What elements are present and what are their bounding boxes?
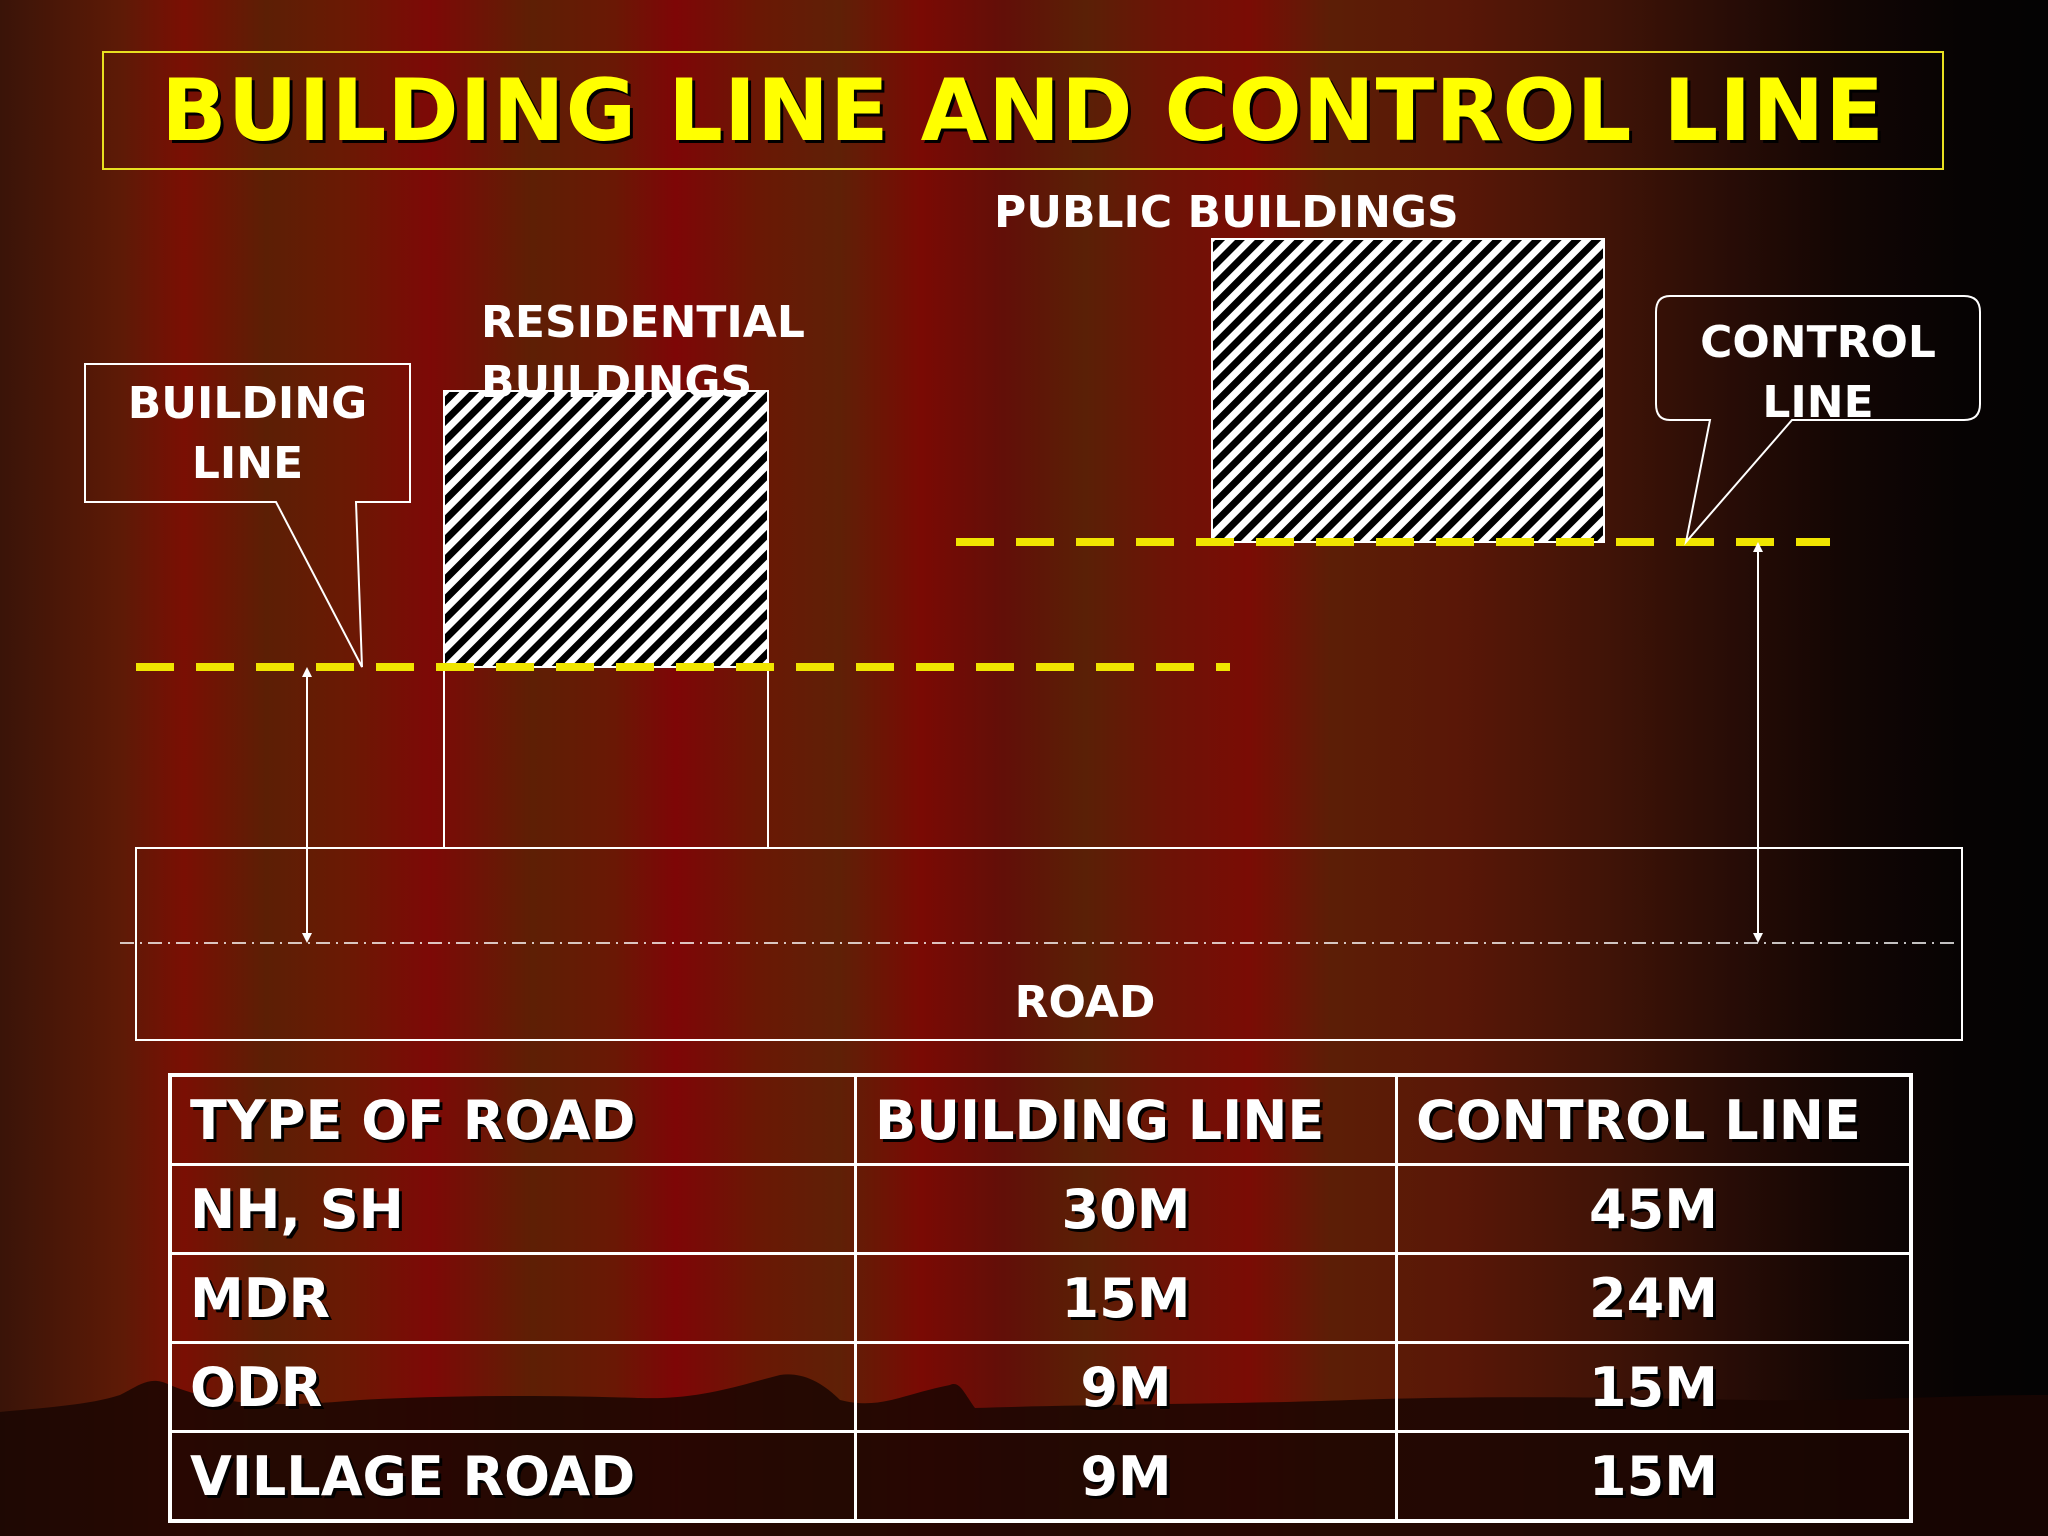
table-row: NH, SH 30M 45M [168,1163,1913,1255]
header-control-line: CONTROL LINE [1395,1073,1913,1166]
table-row: VILLAGE ROAD 9M 15M [168,1430,1913,1523]
building-line-cell: 9M [854,1430,1398,1523]
residential-building [443,390,769,668]
building-line-callout-box [84,363,411,668]
road-type-cell: ODR [168,1341,857,1433]
road-type-cell: VILLAGE ROAD [168,1430,857,1523]
table-header-row: TYPE OF ROAD BUILDING LINE CONTROL LINE [168,1073,1913,1166]
page-title: BUILDING LINE AND CONTROL LINE [161,60,1885,161]
control-line-callout-line-2: LINE [1762,377,1874,428]
table-row: ODR 9M 15M [168,1341,1913,1433]
public-building [1211,238,1605,543]
road-type-cell: NH, SH [168,1163,857,1255]
road-strip [135,847,1963,1041]
building-line-callout-text: BUILDING LINE [85,374,410,494]
road-type-cell: MDR [168,1252,857,1344]
building-line-callout-line-2: LINE [191,438,304,489]
building-line-cell: 9M [854,1341,1398,1433]
control-line-cell: 15M [1395,1430,1913,1523]
public-buildings-label: PUBLIC BUILDINGS [994,187,1459,238]
control-line-cell: 15M [1395,1341,1913,1433]
road-setback-table: TYPE OF ROAD BUILDING LINE CONTROL LINE … [168,1073,1913,1523]
building-line-cell: 15M [854,1252,1398,1344]
control-line-callout-text: CONTROL LINE [1656,313,1980,433]
control-line-callout-line-1: CONTROL [1700,317,1936,368]
header-building-line: BUILDING LINE [854,1073,1398,1166]
building-line-cell: 30M [854,1163,1398,1255]
header-type-of-road: TYPE OF ROAD [168,1073,857,1166]
control-line-callout-box [1655,295,1981,546]
title-box: BUILDING LINE AND CONTROL LINE [102,51,1944,170]
control-line-cell: 45M [1395,1163,1913,1255]
building-line-callout-line-1: BUILDING [127,378,368,429]
table-row: MDR 15M 24M [168,1252,1913,1344]
residential-buildings-label: RESIDENTIAL BUILDINGS [481,297,805,408]
control-line-cell: 24M [1395,1252,1913,1344]
road-label: ROAD [1014,977,1156,1028]
